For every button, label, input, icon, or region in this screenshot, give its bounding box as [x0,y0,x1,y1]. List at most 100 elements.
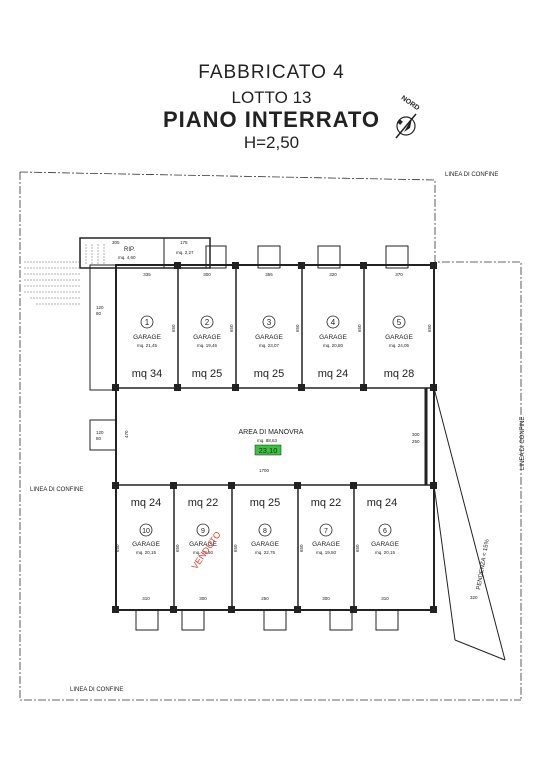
maneuver-area-highlight: 23,10 [259,446,278,455]
maneuver-area-size: mq. 88,63 [257,438,278,443]
garage-2-label: GARAGE [193,334,221,341]
garage-6-width: 310 [381,596,389,601]
height-title: H=2,50 [243,133,300,152]
garage-1-label: GARAGE [133,334,161,341]
compass-label: NORD [400,95,421,113]
ramp-label: PENDENZA < 15% [476,538,491,590]
depth-2: 650 [229,324,234,332]
garage-5: 5 GARAGE mq. 24,05 mq 28 370 [384,272,415,380]
garage-9-badge: mq 22 [188,497,219,509]
garage-5-number: 5 [397,318,402,327]
garage-7-label: GARAGE [312,541,340,548]
boundary-label-right: LINEA DI CONFINE [520,417,526,470]
garage-6-number: 6 [383,528,387,535]
garage-8-label: GARAGE [251,541,279,548]
garage-8-area: mq. 22,75 [255,550,276,555]
stair-top [85,244,105,264]
garage-9-number: 9 [201,528,205,535]
garage-8-number: 8 [263,528,267,535]
garage-10-width: 310 [142,596,150,601]
depth-8: 650 [233,544,238,552]
garage-6-label: GARAGE [371,541,399,548]
garages-top: 1 GARAGE mq. 21,45 mq 34 335 2 GARAGE mq… [132,272,415,380]
building-title: FABBRICATO 4 [198,62,345,83]
maneuver-area-name: AREA DI MANOVRA [239,429,304,436]
garage-3: 3 GARAGE mq. 23,07 mq 25 355 [254,272,285,380]
opening-label-4: 80 [96,436,102,441]
garage-8-width: 250 [261,596,269,601]
maneuver-length: 1700 [259,468,270,473]
garage-3-label: GARAGE [255,334,283,341]
garage-7-badge: mq 22 [311,497,342,509]
opening-label-1: 120 [96,305,104,310]
garage-5-width: 370 [395,272,403,277]
depth-3: 650 [295,324,300,332]
garage-7-area: mq. 19,50 [316,550,337,555]
garage-6-area: mq. 20,15 [375,550,396,555]
garage-4-width: 320 [329,272,337,277]
boundary-label-bottom: LINEA DI CONFINE [70,687,123,693]
maneuver-area: AREA DI MANOVRA mq. 88,63 23,10 1700 300… [239,429,420,473]
garage-4: 4 GARAGE mq. 20,80 mq 24 320 [318,272,349,380]
compass-icon [395,113,417,139]
lot-title: LOTTO 13 [231,88,312,107]
garage-5-label: GARAGE [385,334,413,341]
garage-5-badge: mq 28 [384,368,415,380]
depth-5: 650 [427,324,432,332]
garage-2-width: 300 [203,272,211,277]
garage-9: mq 22 9 GARAGE mq. 19,50 300 VENDUTO [188,497,223,601]
service-room-1-name: RIP. [124,247,135,253]
maneuver-depth: 470 [124,430,129,438]
garage-4-label: GARAGE [319,334,347,341]
garage-10-area: mq. 20,15 [136,550,157,555]
garage-8-badge: mq 25 [250,497,281,509]
maneuver-area-highlight-box [254,444,282,456]
garage-1-number: 1 [145,318,150,327]
depth-7: 650 [175,544,180,552]
garage-4-area: mq. 20,80 [323,343,344,348]
garage-10: mq 24 10 GARAGE mq. 20,15 310 [131,497,162,601]
garage-6: mq 24 6 GARAGE mq. 20,15 310 [367,497,400,601]
garage-10-number: 10 [142,528,150,535]
garage-1-badge: mq 34 [132,368,163,380]
garage-9-label: GARAGE [189,541,217,548]
depth-marks: 650 650 650 650 650 650 650 650 650 650 [115,324,432,552]
garage-1-width: 335 [143,272,151,277]
garage-10-badge: mq 24 [131,497,162,509]
opening-label-2: 80 [96,311,102,316]
garage-10-label: GARAGE [132,541,160,548]
garage-4-badge: mq 24 [318,368,349,380]
garage-9-area: mq. 19,50 [193,550,214,555]
garage-9-width: 300 [199,596,207,601]
ramp-width: 320 [470,595,478,600]
right-width-2: 250 [412,439,420,444]
garage-6-badge: mq 24 [367,497,398,509]
garage-5-area: mq. 24,05 [389,343,410,348]
stair-dim: 305 [112,240,120,245]
garage-1-area: mq. 21,45 [137,343,158,348]
garage-7-number: 7 [324,528,328,535]
boundary-label-left: LINEA DI CONFINE [30,487,83,493]
garage-2-area: mq. 19,46 [197,343,218,348]
garage-7-width: 300 [322,596,330,601]
garage-7: mq 22 7 GARAGE mq. 19,50 300 [311,497,342,601]
vent-boxes-top [205,245,409,269]
columns [112,262,437,613]
depth-1: 650 [171,324,176,332]
service-room-1-area: mq. 4,60 [118,255,136,260]
floor-title: PIANO INTERRATO [162,107,381,132]
garage-3-number: 3 [267,318,272,327]
depth-4: 650 [357,324,362,332]
service-dim: 175 [180,240,188,245]
opening-label-3: 120 [96,430,104,435]
garage-2-number: 2 [205,318,210,327]
garage-1: 1 GARAGE mq. 21,45 mq 34 335 [132,272,163,380]
depth-10: 650 [355,544,360,552]
garage-3-width: 355 [265,272,273,277]
right-width-1: 300 [412,432,420,437]
garage-2-badge: mq 25 [192,368,223,380]
garage-3-area: mq. 23,07 [259,343,280,348]
building-walls [79,237,506,661]
boundary-label-top: LINEA DI CONFINE [445,172,498,178]
